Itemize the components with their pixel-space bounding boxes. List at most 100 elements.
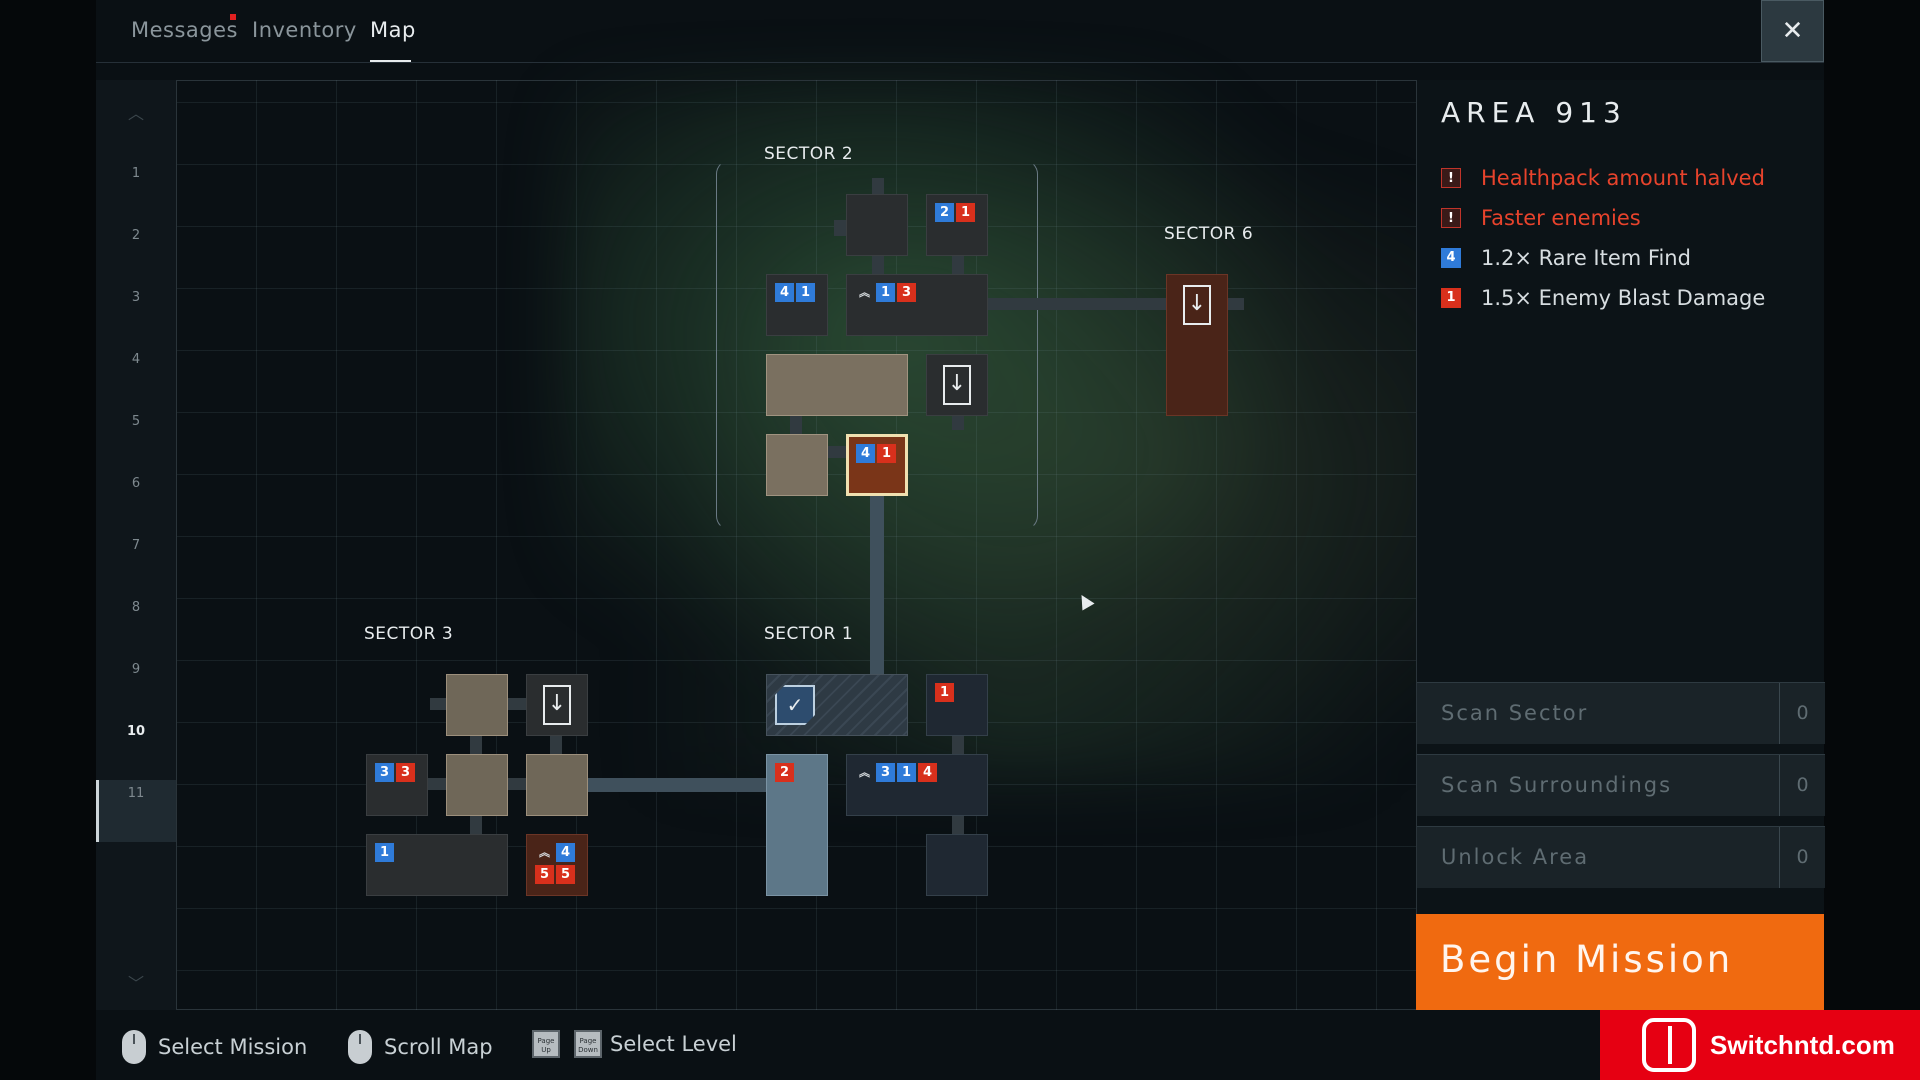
room[interactable]: 4 1 bbox=[766, 274, 828, 336]
connector bbox=[828, 446, 848, 458]
room-current[interactable]: 2 bbox=[766, 754, 828, 896]
page-down-key-icon: Page Down bbox=[574, 1030, 602, 1058]
begin-mission-button[interactable]: Begin Mission bbox=[1416, 914, 1824, 1010]
letterbox-left bbox=[0, 0, 96, 1080]
warning-icon: ! bbox=[1441, 208, 1461, 228]
room-explored[interactable] bbox=[766, 354, 908, 416]
level-item[interactable]: 4 bbox=[131, 352, 141, 367]
scan-surroundings-button[interactable]: Scan Surroundings 0 bbox=[1417, 754, 1825, 816]
connector bbox=[470, 734, 482, 756]
tab-inventory[interactable]: Inventory bbox=[252, 18, 357, 42]
enemy-badge: 3 bbox=[897, 283, 916, 302]
connector bbox=[952, 254, 964, 276]
enemy-badge: 5 bbox=[535, 865, 554, 884]
tab-map[interactable]: Map bbox=[370, 18, 416, 42]
unlock-area-button[interactable]: Unlock Area 0 bbox=[1417, 826, 1825, 888]
room-explored[interactable] bbox=[526, 754, 588, 816]
connector bbox=[952, 734, 964, 756]
room-exit[interactable]: ↓ bbox=[1166, 274, 1228, 416]
watermark: Switchntd.com bbox=[1600, 1010, 1920, 1080]
corridor bbox=[986, 298, 1166, 310]
rare-item-badge: 4 bbox=[856, 444, 875, 463]
upgrade-icon: ︽ bbox=[859, 766, 870, 779]
room-explored[interactable] bbox=[446, 754, 508, 816]
level-item[interactable]: 1 bbox=[131, 166, 141, 181]
room[interactable]: 2 1 bbox=[926, 194, 988, 256]
notification-dot bbox=[230, 14, 236, 20]
sector-label: SECTOR 2 bbox=[764, 144, 854, 164]
room-selected[interactable]: 4 1 bbox=[846, 434, 908, 496]
level-item[interactable]: 11 bbox=[127, 786, 145, 801]
switch-logo-icon bbox=[1642, 1018, 1696, 1072]
enemy-badge: 1 bbox=[956, 203, 975, 222]
connector bbox=[834, 220, 846, 236]
room[interactable]: ︽ 3 1 4 bbox=[846, 754, 988, 816]
mouse-icon bbox=[122, 1030, 146, 1064]
level-item[interactable]: 5 bbox=[131, 414, 141, 429]
room-exit[interactable]: ↓ bbox=[526, 674, 588, 736]
hint-label: Scroll Map bbox=[384, 1035, 493, 1059]
exit-down-icon: ↓ bbox=[943, 365, 971, 405]
level-item-active[interactable]: 10 bbox=[126, 724, 146, 739]
enemy-badge: 2 bbox=[775, 763, 794, 782]
level-selector: ︿ 1 2 3 4 5 6 7 8 9 10 11 ﹀ bbox=[96, 80, 177, 1010]
room-exit[interactable]: ↓ bbox=[926, 354, 988, 416]
sector-label: SECTOR 1 bbox=[764, 624, 854, 644]
level-active-highlight bbox=[96, 780, 176, 842]
exit-down-icon: ↓ bbox=[543, 685, 571, 725]
room[interactable] bbox=[846, 194, 908, 256]
level-item[interactable]: 2 bbox=[131, 228, 141, 243]
level-item[interactable]: 3 bbox=[131, 290, 141, 305]
upgrade-icon: ︽ bbox=[859, 286, 870, 299]
room-explored[interactable] bbox=[446, 674, 508, 736]
room[interactable]: 1 bbox=[926, 674, 988, 736]
sector2-bracket bbox=[716, 160, 1038, 530]
connector bbox=[506, 778, 528, 790]
connector bbox=[872, 254, 884, 276]
mouse-icon bbox=[348, 1030, 372, 1064]
warning-icon: ! bbox=[1441, 168, 1461, 188]
modifier-item: ! Faster enemies bbox=[1441, 206, 1641, 230]
level-item[interactable]: 8 bbox=[131, 600, 141, 615]
close-icon: ✕ bbox=[1781, 16, 1804, 46]
room[interactable]: ︽ 1 3 bbox=[846, 274, 988, 336]
level-item[interactable]: 6 bbox=[131, 476, 141, 491]
rare-item-badge: 2 bbox=[935, 203, 954, 222]
level-down-chevron-icon[interactable]: ﹀ bbox=[127, 974, 144, 993]
modifier-item: 4 1.2× Rare Item Find bbox=[1441, 246, 1691, 270]
upgrade-icon: ︽ bbox=[539, 846, 550, 859]
sector-label: SECTOR 6 bbox=[1164, 224, 1254, 244]
level-item[interactable]: 7 bbox=[131, 538, 141, 553]
room-completed[interactable]: ✓ bbox=[766, 674, 908, 736]
room[interactable]: 1 bbox=[366, 834, 508, 896]
watermark-text: Switchntd.com bbox=[1710, 1030, 1895, 1060]
room[interactable]: 3 3 bbox=[366, 754, 428, 816]
connector bbox=[952, 412, 964, 430]
hint-label: Select Mission bbox=[158, 1035, 308, 1059]
room-explored[interactable] bbox=[766, 434, 828, 496]
rare-item-badge: 4 bbox=[556, 843, 575, 862]
enemy-damage-icon: 1 bbox=[1441, 288, 1461, 308]
modifier-text: Faster enemies bbox=[1481, 206, 1641, 230]
tab-messages[interactable]: Messages bbox=[131, 18, 238, 42]
rare-item-badge: 3 bbox=[375, 763, 394, 782]
area-title: AREA 913 bbox=[1441, 96, 1627, 129]
modifier-item: 1 1.5× Enemy Blast Damage bbox=[1441, 286, 1765, 310]
rare-item-badge: 1 bbox=[375, 843, 394, 862]
level-item[interactable]: 9 bbox=[131, 662, 141, 677]
begin-mission-label: Begin Mission bbox=[1440, 938, 1734, 981]
page-up-key-icon: Page Up bbox=[532, 1030, 560, 1058]
room[interactable]: ︽ 4 5 5 bbox=[526, 834, 588, 896]
rare-item-badge: 1 bbox=[796, 283, 815, 302]
rare-item-badge: 4 bbox=[775, 283, 794, 302]
level-up-chevron-icon[interactable]: ︿ bbox=[127, 104, 144, 123]
action-label: Unlock Area bbox=[1441, 845, 1590, 869]
room[interactable] bbox=[926, 834, 988, 896]
close-button[interactable]: ✕ bbox=[1761, 0, 1824, 62]
action-label: Scan Surroundings bbox=[1441, 773, 1673, 797]
hint-label: Select Level bbox=[610, 1032, 737, 1056]
tab-bar: Messages Inventory Map bbox=[96, 0, 1824, 63]
scan-sector-button[interactable]: Scan Sector 0 bbox=[1417, 682, 1825, 744]
modifier-text: 1.5× Enemy Blast Damage bbox=[1481, 286, 1766, 310]
enemy-badge: 5 bbox=[556, 865, 575, 884]
